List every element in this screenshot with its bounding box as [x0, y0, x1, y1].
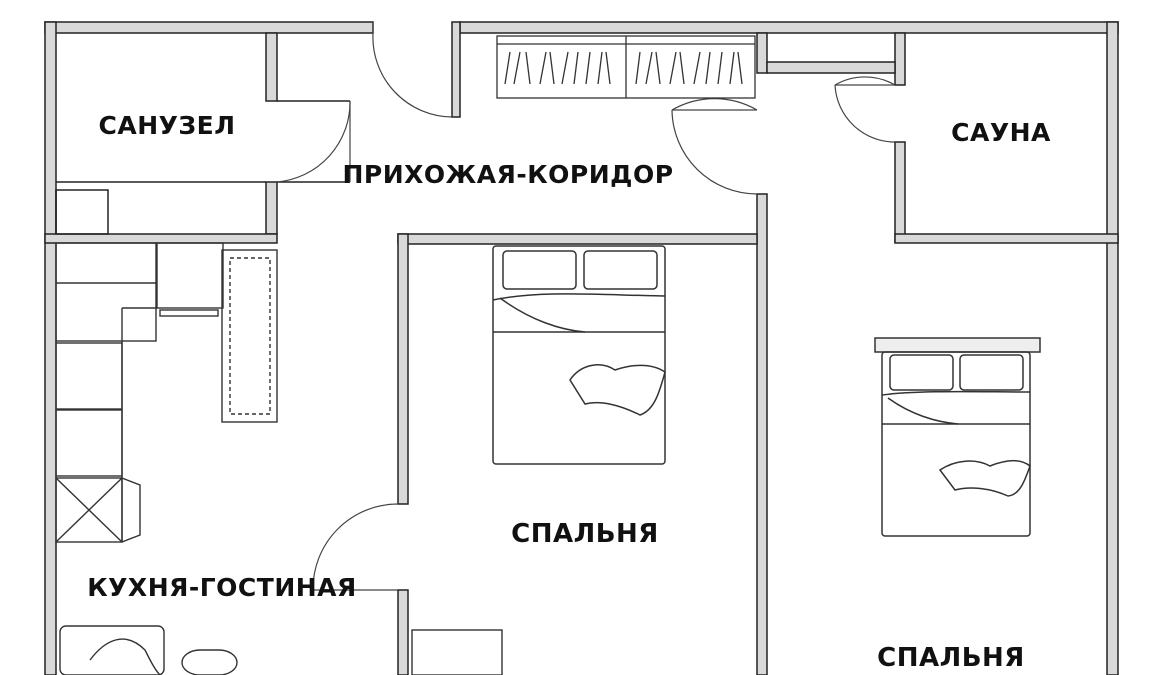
label-bedroom-center: СПАЛЬНЯ [511, 519, 659, 549]
double-bed-icon [492, 245, 666, 465]
wardrobe-hangers-icon [496, 35, 756, 99]
room-labels: САНУЗЕЛ ПРИХОЖАЯ-КОРИДОР САУНА СПАЛЬНЯ К… [87, 111, 1051, 673]
label-kitchen-living: КУХНЯ-ГОСТИНАЯ [87, 573, 357, 602]
kitchen-furniture [55, 242, 278, 541]
interior-lines [55, 100, 350, 235]
door-swing-icon [276, 22, 896, 591]
stove-cross-icon [55, 477, 141, 543]
label-sauna: САУНА [951, 118, 1051, 147]
label-bedroom-right: СПАЛЬНЯ [877, 643, 1025, 673]
walls [44, 21, 1119, 675]
label-hallway: ПРИХОЖАЯ-КОРИДОР [342, 160, 673, 189]
double-bed-icon [874, 337, 1041, 537]
sofa-and-chair [59, 625, 503, 675]
label-bathroom: САНУЗЕЛ [99, 111, 236, 140]
